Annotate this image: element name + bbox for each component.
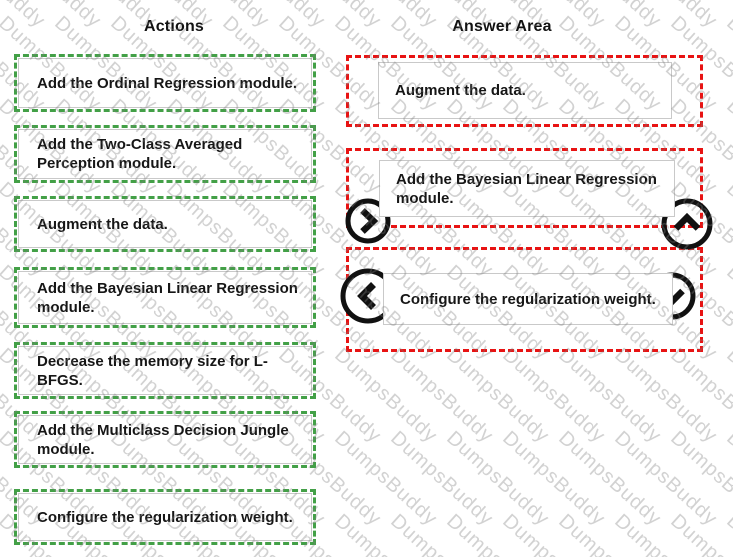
- answer-label: Augment the data.: [395, 82, 526, 99]
- action-item[interactable]: Decrease the memory size for L-BFGS.: [14, 342, 316, 399]
- watermark-text: DumpsBuddy: [666, 510, 733, 557]
- move-right-button[interactable]: [345, 198, 391, 244]
- action-item[interactable]: Augment the data.: [14, 196, 316, 252]
- answer-slot-2[interactable]: [346, 148, 703, 228]
- watermark-text: DumpsBuddy: [330, 344, 442, 448]
- watermark-text: DumpsBuddy: [610, 344, 722, 448]
- watermark-text: DumpsBuddy: [554, 427, 666, 531]
- watermark-text: DumpsBuddy: [498, 510, 609, 557]
- answer-area-title: Answer Area: [452, 18, 552, 35]
- watermark-text: DumpsBuddy: [330, 510, 441, 557]
- move-up-button[interactable]: [661, 198, 713, 250]
- action-label: Decrease the memory size for L-BFGS.: [37, 352, 268, 389]
- action-card[interactable]: Augment the data.: [18, 200, 312, 248]
- action-item[interactable]: Add the Ordinal Regression module.: [14, 54, 316, 112]
- action-card[interactable]: Decrease the memory size for L-BFGS.: [18, 346, 312, 395]
- action-label: Add the Two-Class Averaged Perception mo…: [37, 136, 243, 172]
- watermark-text: DumpsBuddy: [666, 344, 733, 448]
- watermark-text: DumpsBuddy: [386, 344, 498, 448]
- action-label: Add the Multiclass Decision Jungle modul…: [37, 421, 289, 458]
- chevron-right-icon: [360, 208, 379, 234]
- watermark-text: DumpsBuddy: [722, 510, 733, 557]
- action-card[interactable]: Add the Two-Class Averaged Perception mo…: [18, 129, 312, 179]
- action-item[interactable]: Add the Bayesian Linear Regression modul…: [14, 267, 316, 328]
- action-card[interactable]: Configure the regularization weight.: [18, 493, 312, 541]
- action-item[interactable]: Add the Multiclass Decision Jungle modul…: [14, 411, 316, 468]
- watermark-text: DumpsBuddy: [554, 510, 665, 557]
- watermark-text: DumpsBuddy: [722, 95, 733, 199]
- answer-card-2[interactable]: Add the Bayesian Linear Regression modul…: [379, 160, 675, 217]
- chevron-left-icon: [357, 282, 376, 310]
- answer-label: Configure the regularization weight.: [400, 290, 656, 308]
- watermark-text: DumpsBuddy: [722, 427, 733, 531]
- action-card[interactable]: Add the Ordinal Regression module.: [18, 58, 312, 108]
- action-label: Add the Ordinal Regression module.: [37, 74, 298, 92]
- watermark-text: DumpsBuddy: [554, 344, 666, 448]
- watermark-text: DumpsBuddy: [722, 12, 733, 116]
- watermark-text: DumpsBuddy: [722, 0, 733, 33]
- watermark-text: DumpsBuddy: [330, 427, 442, 531]
- actions-column-title: Actions: [143, 18, 205, 35]
- answer-card-1[interactable]: Augment the data.: [378, 62, 672, 119]
- watermark-text: DumpsBuddy: [610, 510, 721, 557]
- watermark-text: DumpsBuddy: [722, 344, 733, 448]
- action-card[interactable]: Add the Bayesian Linear Regression modul…: [18, 271, 312, 324]
- answer-slot-1[interactable]: [346, 55, 703, 127]
- action-item[interactable]: Add the Two-Class Averaged Perception mo…: [14, 125, 316, 183]
- action-card[interactable]: Add the Multiclass Decision Jungle modul…: [18, 415, 312, 464]
- watermark-text: DumpsBuddy: [666, 0, 733, 33]
- chevron-up-icon: [673, 212, 701, 231]
- circle-outline: [661, 198, 713, 250]
- watermark-text: DumpsBuddy: [386, 510, 497, 557]
- watermark-text: DumpsBuddy: [498, 344, 610, 448]
- watermark-text: DumpsBuddy: [610, 427, 722, 531]
- watermark-text: DumpsBuddy: [386, 427, 498, 531]
- action-label: Augment the data.: [37, 215, 168, 233]
- action-label: Add the Bayesian Linear Regression modul…: [37, 279, 298, 316]
- answer-label: Add the Bayesian Linear Regression modul…: [396, 170, 657, 207]
- watermark-text: DumpsBuddy: [722, 261, 733, 365]
- circle-outline: [345, 198, 391, 244]
- watermark-text: DumpsBuddy: [442, 510, 553, 557]
- action-item[interactable]: Configure the regularization weight.: [14, 489, 316, 545]
- watermark-text: DumpsBuddy: [666, 427, 733, 531]
- action-label: Configure the regularization weight.: [37, 508, 293, 526]
- watermark-text: DumpsBuddy: [498, 427, 610, 531]
- watermark-text: DumpsBuddy: [722, 178, 733, 282]
- answer-card-3[interactable]: Configure the regularization weight.: [383, 273, 673, 325]
- watermark-text: DumpsBuddy: [442, 427, 554, 531]
- watermark-text: DumpsBuddy: [442, 344, 554, 448]
